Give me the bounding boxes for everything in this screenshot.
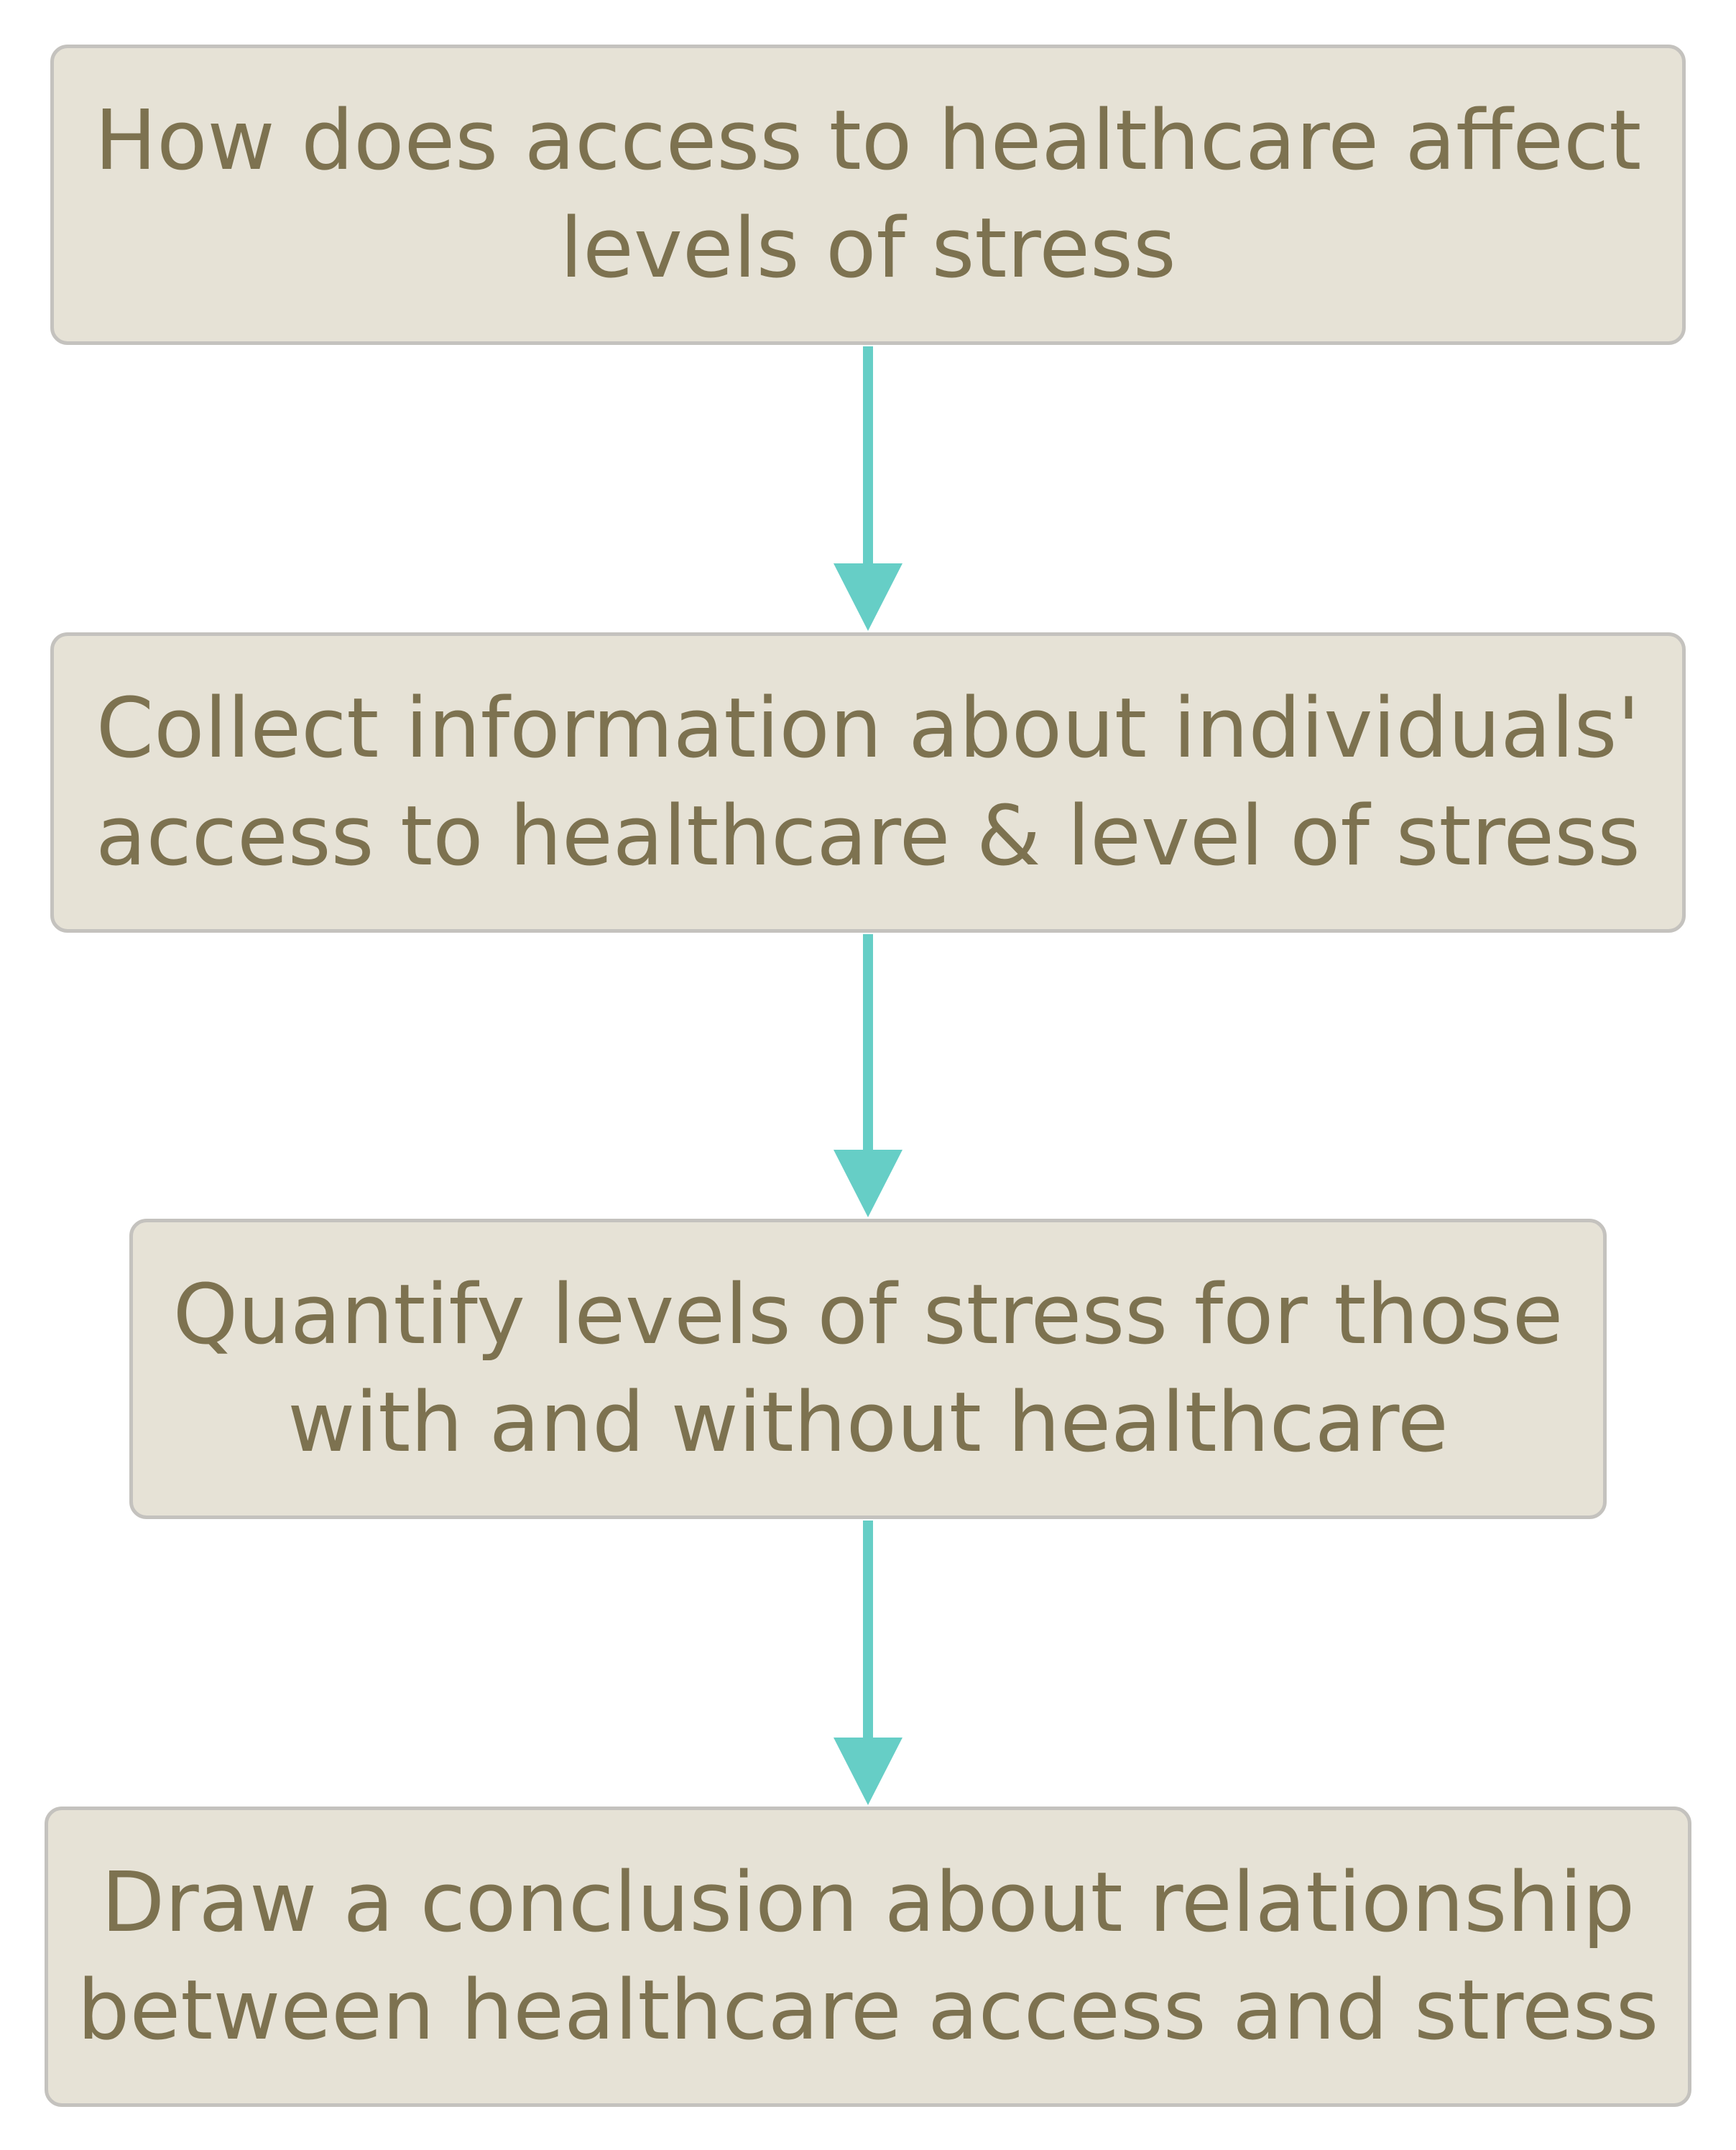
arrow-3-to-4 [834,1521,902,1805]
step-node-draw-conclusion: Draw a conclusion about relationship bet… [45,1807,1691,2107]
step-node-quantify-stress: Quantify levels of stress for those with… [129,1219,1607,1519]
node-text-line: with and without healthcare [287,1375,1449,1471]
node-text-line: access to healthcare & level of stress [96,788,1640,885]
node-text-line: levels of stress [560,200,1176,297]
node-text-line: between healthcare access and stress [77,1962,1659,2059]
step-node-research-question: How does access to healthcare affect lev… [50,45,1686,345]
arrow-1-to-2 [834,346,902,631]
step-node-collect-information: Collect information about individuals' a… [50,632,1686,933]
arrow-2-to-3 [834,934,902,1217]
node-text-line: How does access to healthcare affect [94,93,1642,189]
node-text-line: Draw a conclusion about relationship [101,1855,1635,1951]
node-text-line: Quantify levels of stress for those [172,1267,1564,1363]
node-text-line: Collect information about individuals' [96,680,1640,777]
